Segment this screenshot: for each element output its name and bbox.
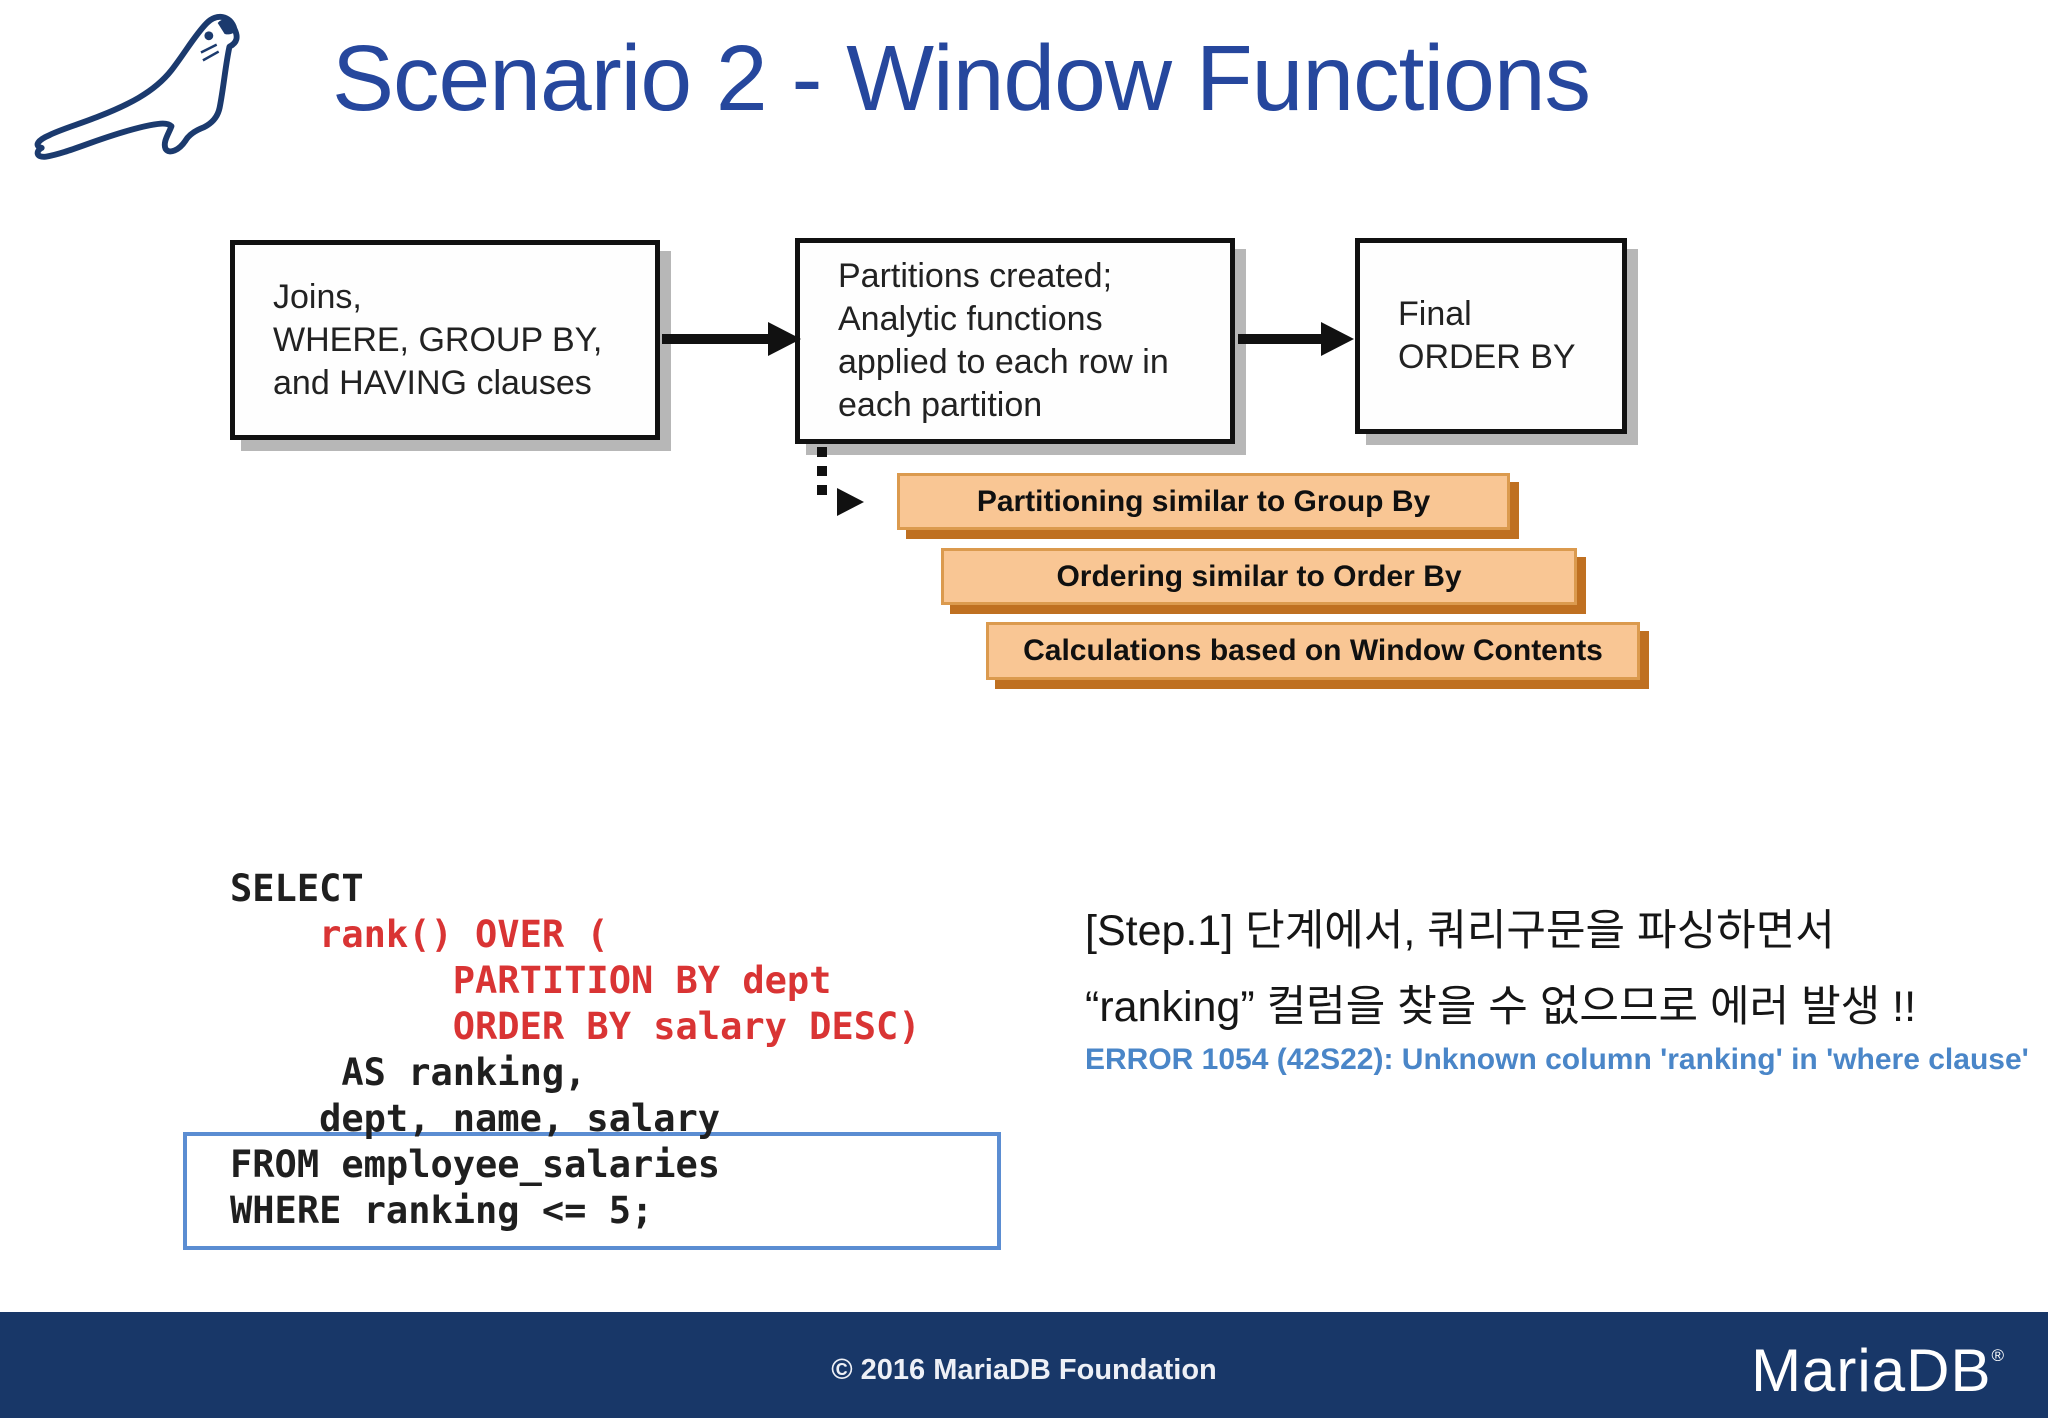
flow-arrow-2 bbox=[1238, 334, 1324, 344]
dashed-connector bbox=[817, 447, 827, 501]
sql-code-line: FROM employee_salaries bbox=[230, 1143, 721, 1186]
flow-box-final-order-by: Final ORDER BY bbox=[1355, 238, 1627, 434]
slide-title: Scenario 2 - Window Functions bbox=[332, 26, 1591, 130]
mariadb-wordmark-text: MariaDB bbox=[1751, 1337, 1992, 1404]
flow-arrow-2-head-icon bbox=[1321, 322, 1354, 356]
flow-box-line: Joins, bbox=[273, 277, 362, 316]
flow-box-partitions: Partitions created; Analytic functions a… bbox=[795, 238, 1235, 444]
flow-arrow-1 bbox=[662, 334, 770, 344]
sql-code-line: AS ranking, bbox=[230, 1051, 587, 1094]
sql-code-line: WHERE ranking <= 5; bbox=[230, 1189, 654, 1232]
sql-code-line: rank() OVER ( bbox=[230, 913, 609, 956]
highlight-box-where-clause bbox=[183, 1132, 1001, 1250]
mariadb-wordmark: MariaDB® bbox=[1751, 1336, 2004, 1405]
sql-code-line: PARTITION BY dept bbox=[230, 959, 832, 1002]
sql-code-line: SELECT bbox=[230, 867, 364, 910]
footer-copyright: © 2016 MariaDB Foundation bbox=[831, 1354, 1217, 1386]
mariadb-seal-icon bbox=[34, 13, 240, 160]
footer-bar: © 2016 MariaDB Foundation MariaDB® bbox=[0, 1312, 2048, 1418]
flow-box-line: applied to each row in bbox=[838, 343, 1169, 381]
sql-code-line: ORDER BY salary DESC) bbox=[230, 1005, 921, 1048]
dashed-connector-arrowhead-icon bbox=[837, 488, 864, 516]
callout-ordering: Ordering similar to Order By bbox=[941, 548, 1577, 605]
korean-note-line-2: “ranking” 컬럼을 찾을 수 없으므로 에러 발생 !! bbox=[1085, 983, 1917, 1031]
error-message: ERROR 1054 (42S22): Unknown column 'rank… bbox=[1085, 1043, 2029, 1076]
sql-code-line: dept, name, salary bbox=[230, 1097, 721, 1140]
flow-box-line: Partitions created; bbox=[838, 257, 1113, 295]
flow-box-line: each partition bbox=[838, 386, 1043, 424]
flow-box-line: Analytic functions bbox=[838, 300, 1103, 338]
callout-partitioning: Partitioning similar to Group By bbox=[897, 473, 1510, 530]
registered-mark: ® bbox=[1991, 1346, 2004, 1365]
flow-box-line: and HAVING clauses bbox=[273, 363, 592, 402]
flow-box-line: WHERE, GROUP BY, bbox=[273, 320, 603, 359]
flow-box-line: Final bbox=[1398, 295, 1472, 333]
korean-note-line-1: [Step.1] 단계에서, 쿼리구문을 파싱하면서 bbox=[1085, 907, 1835, 955]
flow-box-line: ORDER BY bbox=[1398, 338, 1576, 376]
sql-code-block: SELECT rank() OVER ( PARTITION BY dept O… bbox=[230, 866, 921, 1234]
callout-calculations: Calculations based on Window Contents bbox=[986, 622, 1640, 680]
flow-arrow-1-head-icon bbox=[768, 322, 801, 356]
flow-box-joins: Joins, WHERE, GROUP BY, and HAVING claus… bbox=[230, 240, 660, 440]
